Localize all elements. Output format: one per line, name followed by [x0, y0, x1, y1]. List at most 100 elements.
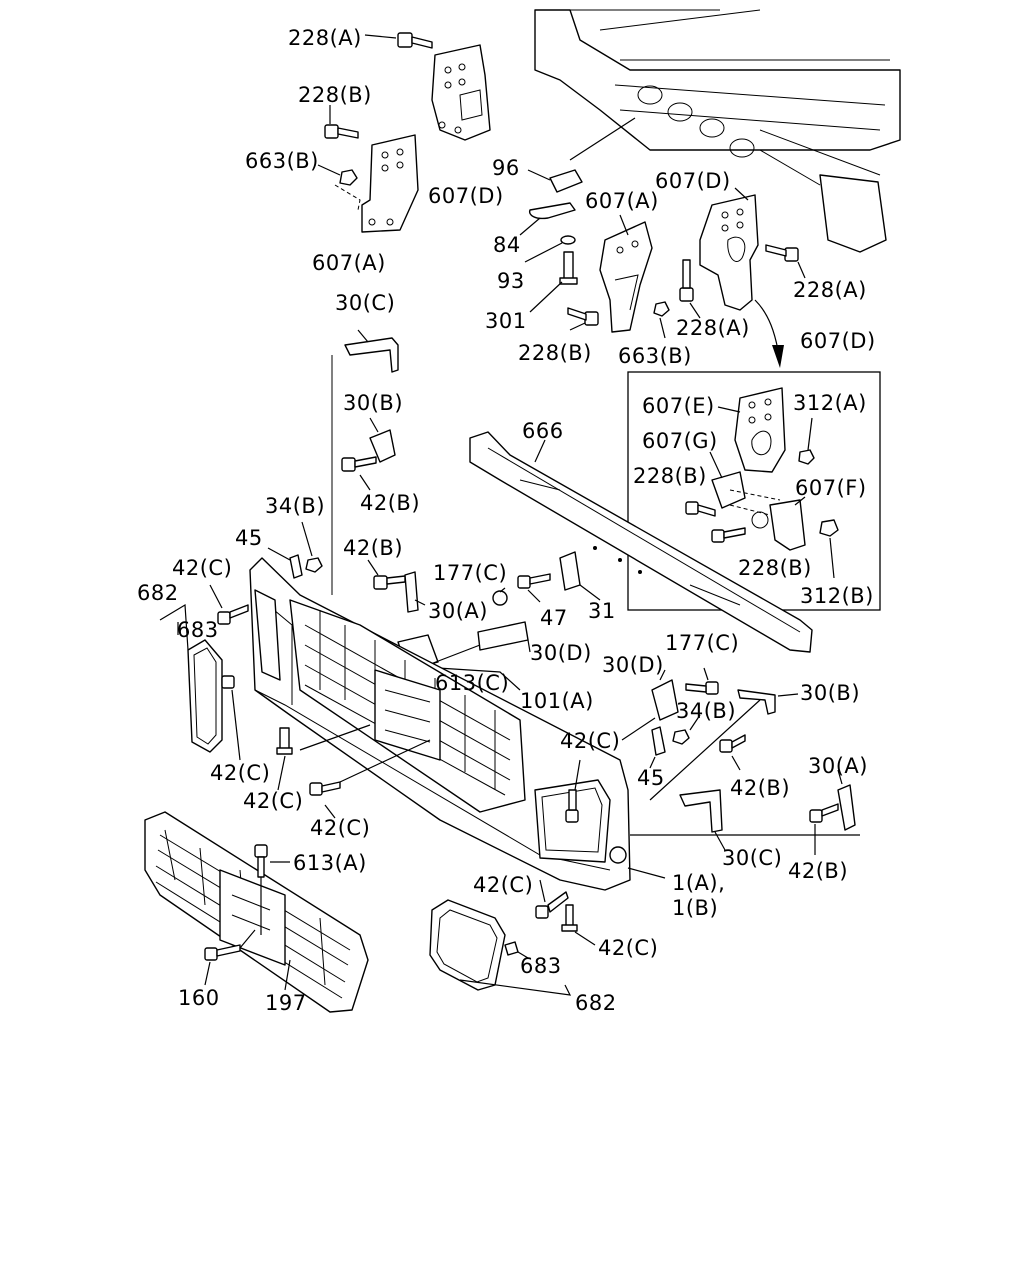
bumper-assembly [249, 557, 631, 891]
bolt-177C-right [685, 667, 719, 695]
label-42C-l2: 42(C) [243, 789, 303, 813]
label-682-bottom: 682 [575, 991, 617, 1015]
label-228B-mid: 228(B) [518, 341, 592, 365]
truck-cab-drawing [534, 9, 901, 253]
label-84: 84 [493, 233, 521, 257]
label-682-left: 682 [137, 581, 179, 605]
label-228B-inset: 228(B) [633, 464, 707, 488]
bolt-42B-bottom [809, 803, 839, 855]
washer-93 [524, 235, 576, 263]
label-160: 160 [178, 986, 220, 1010]
label-30C-bottom: 30(C) [722, 846, 782, 870]
label-683-bottom: 683 [520, 954, 562, 978]
label-45-left: 45 [235, 526, 263, 550]
trim-682-left [159, 603, 223, 753]
bracket-607D-mid [699, 187, 759, 311]
label-607G: 607(G) [642, 429, 718, 453]
inset-arrow [754, 299, 784, 368]
label-607F: 607(F) [795, 476, 867, 500]
label-42B-top: 42(B) [360, 491, 420, 515]
bracket-607A-top [361, 134, 419, 233]
bolt-613A [254, 844, 290, 935]
bracket-30D-mid [477, 621, 531, 653]
label-663B-top: 663(B) [245, 149, 319, 173]
hook-84 [519, 202, 576, 236]
bracket-30C-bottom [630, 699, 860, 851]
label-93: 93 [497, 269, 525, 293]
label-42C-b2: 42(C) [598, 936, 658, 960]
inset-box [627, 371, 881, 611]
label-42C-l3: 42(C) [310, 816, 370, 840]
clip-683-bottom [504, 941, 529, 959]
label-96: 96 [492, 156, 520, 180]
callout-labels: 228(A) 228(B) 663(B) 607(D) 607(A) 96 84… [137, 26, 876, 1015]
label-666: 666 [522, 419, 564, 443]
label-613C: 613(C) [435, 671, 509, 695]
label-30B-top: 30(B) [343, 391, 403, 415]
bracket-30B-right [737, 689, 799, 715]
clip-45-right [649, 726, 666, 769]
nut-34B-right [672, 714, 701, 745]
label-101A: 101(A) [520, 689, 594, 713]
nut-34B-left [301, 521, 323, 573]
label-1B: 1(B) [672, 896, 718, 920]
bolt-228B-top [324, 105, 359, 139]
label-30C-top: 30(C) [335, 291, 395, 315]
trim-682-bottom [429, 899, 572, 996]
label-607D-mid: 607(D) [655, 169, 731, 193]
label-34B-left: 34(B) [265, 494, 325, 518]
bolt-42C-b2 [561, 904, 596, 946]
bracket-30C-top [331, 329, 399, 595]
label-607A-mid: 607(A) [585, 189, 659, 213]
bolt-42C-b1 [535, 879, 569, 919]
label-228A-right: 228(A) [793, 278, 867, 302]
label-30D-mid: 30(D) [530, 641, 592, 665]
bolt-228B-mid [567, 307, 599, 331]
bolt-42C-center [565, 759, 581, 823]
label-607D-top: 607(D) [428, 184, 504, 208]
label-47: 47 [540, 606, 568, 630]
label-42C-l1: 42(C) [210, 761, 270, 785]
label-30B-right: 30(B) [800, 681, 860, 705]
leader-197 [284, 959, 291, 991]
label-31: 31 [588, 599, 616, 623]
pin-301 [529, 251, 578, 313]
bolt-42C-l1 [221, 675, 241, 761]
label-228B-inset2: 228(B) [738, 556, 812, 580]
label-30A-right: 30(A) [808, 754, 868, 778]
label-42C-center: 42(C) [560, 729, 620, 753]
label-607E: 607(E) [642, 394, 715, 418]
label-228A-mid: 228(A) [676, 316, 750, 340]
bolt-42B-top [341, 456, 377, 491]
label-663B-mid: 663(B) [618, 344, 692, 368]
bolt-177C-mid [492, 587, 508, 606]
label-228B-top: 228(B) [298, 83, 372, 107]
bolt-42B-right [719, 734, 746, 771]
bolt-160 [204, 929, 256, 986]
label-42C-b1: 42(C) [473, 873, 533, 897]
bolt-228A-mid [679, 259, 701, 319]
label-177C-mid: 177(C) [433, 561, 507, 585]
label-30D-right: 30(D) [602, 653, 664, 677]
bolt-42C-left [209, 584, 249, 625]
bracket-30A-mid [404, 571, 426, 613]
label-607D-inset: 607(D) [800, 329, 876, 353]
leader-1A [627, 867, 666, 879]
label-42B-bottom: 42(B) [788, 859, 848, 883]
bar-666 [469, 431, 813, 653]
bolt-42B-mid [367, 559, 406, 590]
label-42C-left: 42(C) [172, 556, 232, 580]
bolt-228A-top [364, 32, 433, 49]
block-96 [527, 169, 583, 193]
label-607A-top: 607(A) [312, 251, 386, 275]
clip-45-left [267, 547, 303, 579]
label-45-right: 45 [637, 766, 665, 790]
bolt-42C-l2 [276, 727, 293, 791]
label-312B: 312(B) [800, 584, 874, 608]
nut-663B-top [317, 164, 361, 211]
bracket-30A-right [837, 769, 856, 831]
label-177C-right: 177(C) [665, 631, 739, 655]
label-228A-top: 228(A) [288, 26, 362, 50]
bracket-31 [559, 551, 601, 601]
